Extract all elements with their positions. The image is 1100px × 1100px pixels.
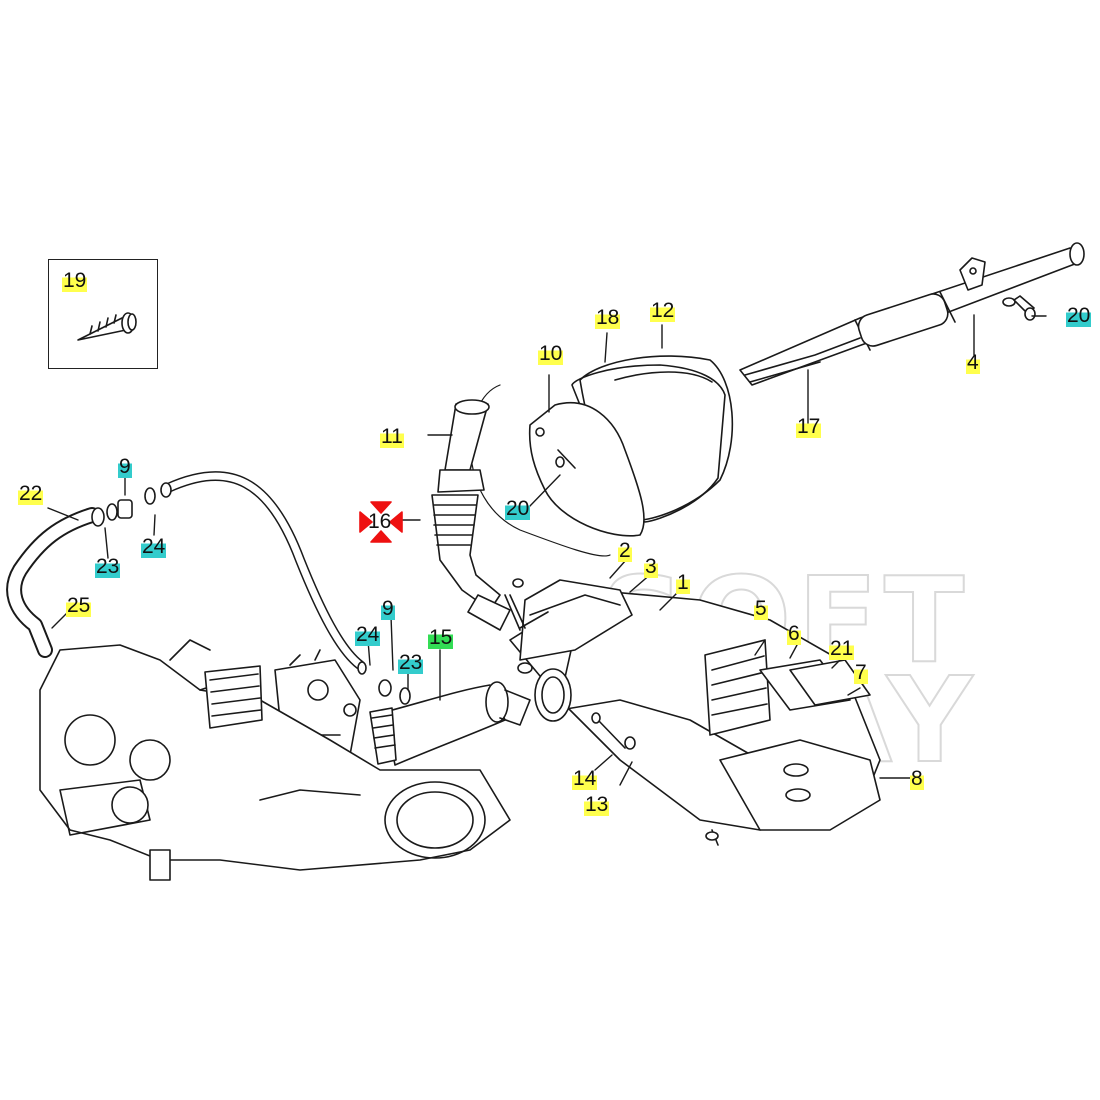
callout-8: 8 xyxy=(910,767,924,790)
callout-24-left: 24 xyxy=(141,535,167,558)
filter-element-part xyxy=(704,639,871,736)
breather-hose-part xyxy=(6,507,100,658)
bolt-right-part xyxy=(1002,295,1036,321)
exhaust-pipe-part xyxy=(739,242,1085,386)
small-screws-part xyxy=(504,578,719,846)
air-filter-box-part xyxy=(509,589,881,831)
engine-casing-part xyxy=(39,639,511,881)
callout-23-mid: 23 xyxy=(398,651,424,674)
callout-18: 18 xyxy=(595,306,621,329)
callout-14: 14 xyxy=(572,767,598,790)
callout-1: 1 xyxy=(676,571,690,594)
callout-4: 4 xyxy=(966,351,980,374)
callout-5: 5 xyxy=(754,597,768,620)
callout-3: 3 xyxy=(644,555,658,578)
callout-20-mid: 20 xyxy=(505,497,531,520)
callout-13: 13 xyxy=(584,793,610,816)
intake-duct-part xyxy=(431,399,511,631)
callout-7: 7 xyxy=(854,661,868,684)
callout-19: 19 xyxy=(62,269,88,292)
callout-17: 17 xyxy=(796,415,822,438)
self-tapping-screw-part xyxy=(77,312,137,341)
callout-25: 25 xyxy=(66,594,92,617)
leader-lines xyxy=(47,314,1047,786)
callout-6: 6 xyxy=(787,622,801,645)
screw-inset-box xyxy=(48,259,158,369)
callout-9-top: 9 xyxy=(118,455,132,478)
fuel-hose-part xyxy=(163,471,365,670)
callout-2: 2 xyxy=(618,539,632,562)
attention-marker-16 xyxy=(359,501,403,543)
callout-21: 21 xyxy=(829,637,855,660)
callout-23-left: 23 xyxy=(95,555,121,578)
hose-fittings-part xyxy=(91,482,411,705)
callout-11: 11 xyxy=(380,425,404,448)
callout-24-mid: 24 xyxy=(355,623,381,646)
callout-20-right: 20 xyxy=(1066,304,1092,327)
callout-16: 16 xyxy=(368,510,392,533)
intake-sleeve-part xyxy=(369,681,531,766)
callout-9-mid: 9 xyxy=(381,597,395,620)
callout-22: 22 xyxy=(18,482,44,505)
callout-12: 12 xyxy=(650,299,676,322)
callout-15: 15 xyxy=(428,626,454,649)
callout-10: 10 xyxy=(538,342,564,365)
filter-housing-part xyxy=(528,402,645,537)
